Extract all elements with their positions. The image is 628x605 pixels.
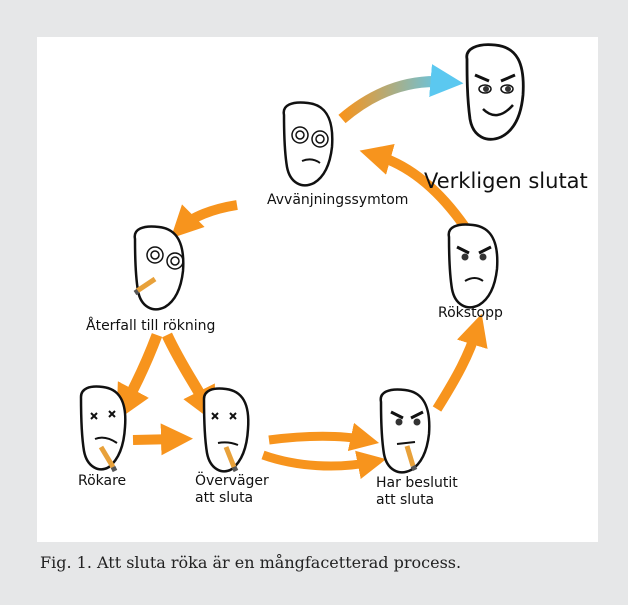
arrow-withdrawal-to-relapse [170,200,238,239]
arrow-smoker-to-contemplating [132,423,193,456]
contemplating-face-icon [202,387,250,473]
smoker-face-icon [79,385,127,473]
arrow-contemplating-to-decided-top [268,422,380,452]
label-quit-attempt: Rökstopp [438,305,503,321]
arrow-contemplating-to-decided-bottom [261,450,387,479]
figure-caption: Fig. 1. Att sluta röka är en mångfacette… [40,553,462,572]
diagram-panel: Avvänjningssymtom Verkligen slutat Återf… [37,37,598,542]
label-relapse: Återfall till rökning [86,317,215,334]
relapse-face-icon [133,225,185,311]
label-contemplating-line1: Överväger [195,471,269,489]
label-decided-line1: Har beslutit [376,475,458,491]
cycle-arrows [116,64,488,479]
arrow-relapse-to-contemplating [162,332,215,423]
label-truly-quit: Verkligen slutat [424,169,588,193]
stages-of-change-diagram: Avvänjningssymtom Verkligen slutat Återf… [78,43,588,508]
label-contemplating-line2: att sluta [195,490,253,506]
decided-face-icon [379,388,431,474]
arrow-withdrawal-to-truly-quit [338,64,464,124]
label-smoker: Rökare [78,473,126,489]
withdrawal-face-icon [282,101,334,187]
arrow-quit-attempt-to-withdrawal [359,143,470,230]
label-decided-line2: att sluta [376,492,434,508]
truly-quit-face-icon [465,43,525,141]
arrow-decided-to-quit-attempt [432,313,488,412]
quit-attempt-face-icon [447,223,499,309]
arrow-relapse-to-smoker [116,333,163,421]
label-withdrawal: Avvänjningssymtom [267,192,408,208]
